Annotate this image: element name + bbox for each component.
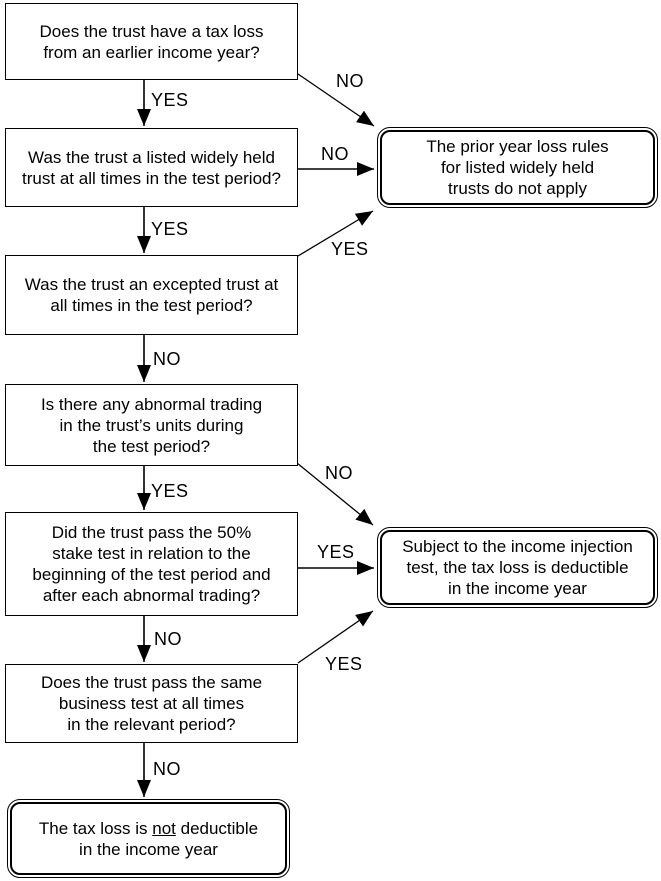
label-q4-yes: YES	[151, 481, 189, 501]
decision-text-line: the test period?	[92, 436, 211, 456]
decision-text-line: from an earlier income year?	[43, 42, 260, 62]
outcome-text-line: Subject to the income injection	[402, 537, 633, 556]
label-q5-no: NO	[154, 629, 182, 649]
outcome-text-segment: deductible	[175, 818, 259, 838]
decision-text-line: Does the trust have a tax loss	[39, 21, 264, 41]
decision-listed-widely-held: Was the trust a listed widely held trust…	[5, 128, 298, 207]
outcome-text-line: in the income year	[448, 579, 587, 598]
label-q4-no: NO	[325, 463, 353, 483]
outcome-text-line: trusts do not apply	[448, 179, 587, 198]
outcome-text-line: for listed widely held	[440, 158, 595, 177]
decision-text-line: Did the trust pass the 50%	[51, 523, 252, 542]
outcome-inner-border: The tax loss is not deductible in the in…	[10, 802, 287, 875]
outcome-loss-not-deductible: The tax loss is not deductible in the in…	[7, 799, 290, 878]
arrow-q6-yes-diagonal	[297, 610, 374, 664]
decision-excepted-trust: Was the trust an excepted trust at all t…	[5, 255, 298, 335]
label-q3-no: NO	[153, 349, 181, 369]
outcome-inner-border: The prior year loss rules for listed wid…	[380, 130, 655, 205]
decision-50-percent-stake-test: Did the trust pass the 50% stake test in…	[5, 512, 298, 616]
arrow-q3-yes-diagonal	[297, 210, 374, 257]
decision-text-line: after each abnormal trading?	[42, 586, 261, 605]
decision-text-line: Was the trust an excepted trust at	[24, 275, 279, 294]
decision-same-business-test: Does the trust pass the same business te…	[5, 664, 298, 743]
arrow-q4-no-diagonal	[296, 462, 374, 526]
label-q6-yes: YES	[325, 654, 363, 674]
decision-text-line: beginning of the test period and	[32, 565, 271, 584]
outcome-text-underlined: not	[152, 818, 176, 838]
arrow-q1-no-diagonal	[297, 73, 375, 127]
label-q1-yes: YES	[151, 90, 189, 110]
decision-text-line: in the relevant period?	[67, 715, 236, 734]
decision-text-line: Does the trust pass the same	[40, 673, 263, 692]
decision-tax-loss-earlier-year: Does the trust have a tax loss from an e…	[5, 3, 298, 80]
label-q3-yes: YES	[331, 239, 369, 259]
decision-text-line: stake test in relation to the	[52, 544, 251, 563]
label-q2-yes: YES	[151, 219, 189, 239]
outcome-text-line: in the income year	[79, 839, 218, 859]
label-q1-no: NO	[336, 71, 364, 91]
decision-text-line: business test at all times	[58, 694, 245, 713]
label-q6-no: NO	[153, 759, 181, 779]
label-q2-no: NO	[321, 144, 349, 164]
decision-text-line: Was the trust a listed widely held	[28, 147, 275, 167]
label-q5-yes: YES	[317, 542, 355, 562]
outcome-prior-year-rules-not-apply: The prior year loss rules for listed wid…	[377, 127, 658, 208]
decision-text-line: Is there any abnormal trading	[40, 394, 263, 414]
outcome-inner-border: Subject to the income injection test, th…	[380, 530, 655, 605]
decision-abnormal-trading: Is there any abnormal trading in the tru…	[5, 384, 298, 466]
outcome-text-line: The tax loss is not deductible	[39, 818, 258, 839]
outcome-text-line: test, the tax loss is deductible	[406, 558, 629, 577]
decision-text-line: in the trust’s units during	[59, 415, 244, 435]
decision-text-line: all times in the test period?	[50, 296, 253, 315]
outcome-loss-deductible: Subject to the income injection test, th…	[377, 527, 658, 608]
outcome-text-segment: The tax loss is	[38, 818, 153, 838]
outcome-text-line: The prior year loss rules	[426, 137, 609, 156]
decision-text-line: trust at all times in the test period?	[22, 168, 281, 188]
